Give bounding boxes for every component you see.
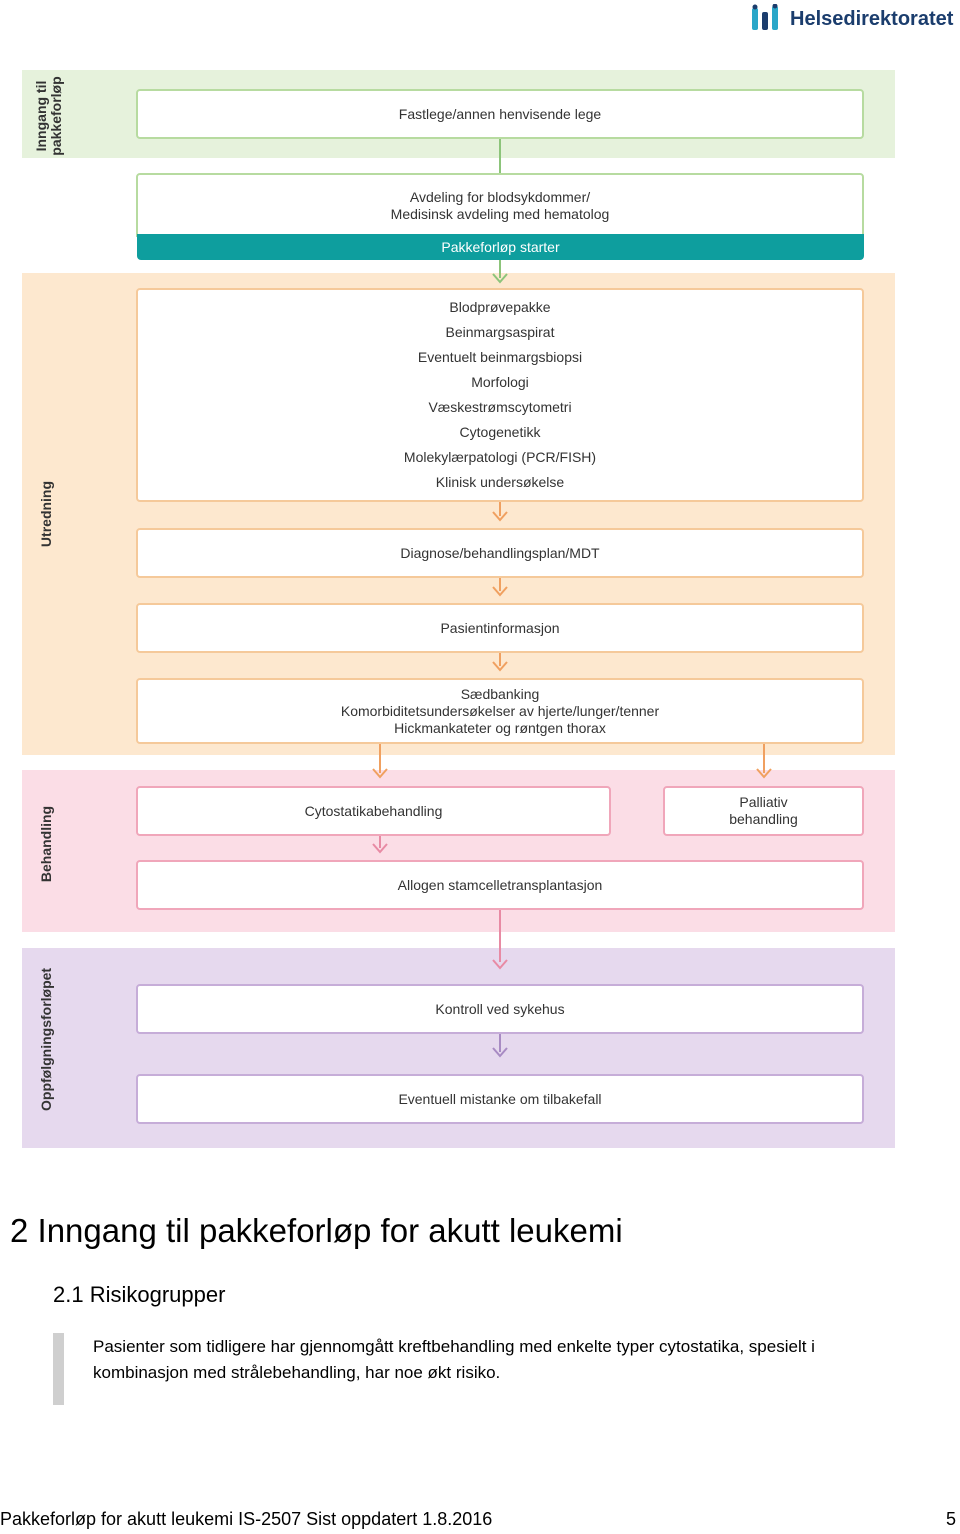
test-item: Beinmargsaspirat [445, 324, 555, 340]
connector-line [499, 501, 501, 516]
box-diagnose: Diagnose/behandlingsplan/MDT [136, 528, 864, 578]
phase-label-behandling: Behandling [38, 805, 54, 883]
box-cytostatika-label: Cytostatikabehandling [304, 802, 443, 819]
box-fastlege-label: Fastlege/annen henvisende lege [398, 105, 602, 122]
connector-line [499, 910, 501, 962]
footer-text: Pakkeforløp for akutt leukemi IS-2507 Si… [0, 1509, 493, 1529]
prep-item: Komorbiditetsundersøkelser av hjerte/lun… [340, 702, 660, 719]
arrow-down-icon [372, 768, 388, 779]
arrow-down-icon [756, 768, 772, 779]
box-avdeling: Avdeling for blodsykdommer/ Medisinsk av… [136, 173, 864, 237]
connector-line [379, 743, 381, 773]
connector-line [499, 138, 501, 174]
arrow-down-icon [492, 1047, 508, 1058]
box-forberedelser: Sædbanking Komorbiditetsundersøkelser av… [136, 678, 864, 744]
prep-item: Sædbanking [460, 685, 540, 702]
connector-line [499, 653, 501, 666]
box-avdeling-line1: Avdeling for blodsykdommer/ [409, 189, 591, 205]
connector-line [379, 836, 381, 848]
pakkeforlop-starter-bar: Pakkeforløp starter [137, 234, 864, 260]
prep-item: Hickmankateter og røntgen thorax [394, 719, 606, 736]
phase-label-entry: Inngang til pakkeforløp [33, 76, 64, 156]
pakkeforlop-starter-label: Pakkeforløp starter [441, 239, 560, 255]
arrow-down-icon [492, 511, 508, 522]
box-kontroll: Kontroll ved sykehus [136, 984, 864, 1034]
subsection-heading: 2.1 Risikogrupper [53, 1282, 226, 1307]
risk-paragraph: Pasienter som tidligere har gjennomgått … [93, 1337, 815, 1382]
box-pasientinformasjon-label: Pasientinformasjon [440, 619, 560, 636]
test-item: Molekylærpatologi (PCR/FISH) [403, 449, 597, 465]
section-heading: 2 Inngang til pakkeforløp for akutt leuk… [10, 1212, 623, 1249]
box-cytostatika: Cytostatikabehandling [136, 786, 611, 836]
phase-label-oppfolging: Oppfølgningsforløpet [38, 967, 54, 1111]
box-fastlege: Fastlege/annen henvisende lege [136, 89, 864, 139]
test-item: Blodprøvepakke [449, 299, 551, 315]
logo-figures-icon [752, 4, 778, 30]
helsedirektoratet-logo: Helsedirektoratet [750, 4, 953, 34]
test-item: Klinisk undersøkelse [435, 474, 565, 490]
arrow-down-icon [492, 959, 508, 970]
connector-line [499, 1034, 501, 1052]
test-item: Eventuelt beinmargsbiopsi [417, 349, 583, 365]
phase-label-utredning: Utredning [38, 480, 54, 548]
test-item: Morfologi [471, 374, 529, 390]
box-kontroll-label: Kontroll ved sykehus [435, 1000, 565, 1017]
arrow-down-icon [492, 273, 508, 284]
box-tilbakefall: Eventuell mistanke om tilbakefall [136, 1074, 864, 1124]
box-tests: Blodprøvepakke Beinmargsaspirat Eventuel… [136, 288, 864, 502]
logo-text: Helsedirektoratet [790, 7, 954, 30]
box-palliativ-line1: Palliativ [739, 794, 788, 810]
arrow-down-icon [492, 661, 508, 672]
connector-line [499, 260, 501, 278]
box-avdeling-line2: Medisinsk avdeling med hematolog [390, 206, 610, 222]
box-pasientinformasjon: Pasientinformasjon [136, 603, 864, 653]
arrow-down-icon [372, 843, 388, 854]
box-diagnose-label: Diagnose/behandlingsplan/MDT [400, 544, 600, 561]
box-allogen-label: Allogen stamcelletransplantasjon [397, 876, 603, 893]
box-palliativ: Palliativ behandling [663, 786, 864, 836]
page-number: 5 [945, 1509, 956, 1529]
connector-line [763, 743, 765, 773]
test-item: Væskestrømscytometri [428, 399, 572, 415]
quote-bar [53, 1333, 64, 1405]
arrow-down-icon [492, 586, 508, 597]
box-tilbakefall-label: Eventuell mistanke om tilbakefall [398, 1090, 602, 1107]
box-allogen: Allogen stamcelletransplantasjon [136, 860, 864, 910]
connector-line [499, 578, 501, 591]
test-item: Cytogenetikk [459, 424, 541, 440]
box-palliativ-line2: behandling [729, 811, 798, 827]
